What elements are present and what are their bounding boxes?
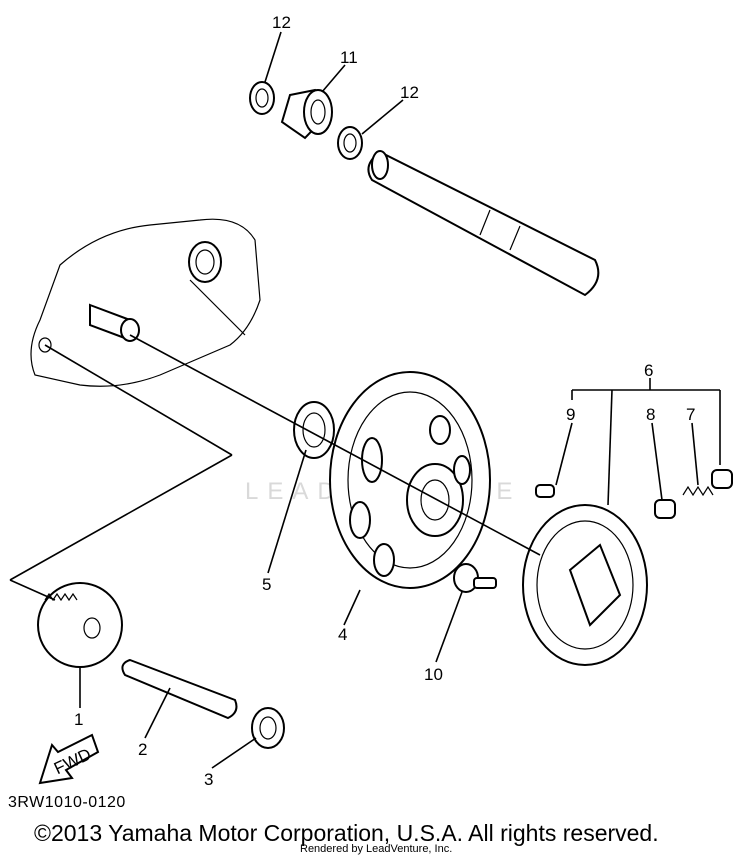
label-4: 4 — [338, 625, 347, 644]
label-11: 11 — [340, 48, 358, 67]
rendered-by-note: Rendered by LeadVenture, Inc. — [300, 843, 453, 855]
label-8: 8 — [646, 405, 655, 424]
starter-gear-4 — [329, 371, 491, 589]
label-1: 1 — [74, 710, 83, 729]
shaft-2 — [121, 658, 238, 720]
label-7: 7 — [686, 405, 695, 424]
assembly-lines — [9, 334, 721, 601]
washer-5 — [293, 401, 335, 459]
label-2: 2 — [138, 740, 147, 759]
diagram-code: 3RW1010-0120 — [8, 794, 126, 811]
spring-7 — [682, 485, 714, 497]
starter-clutch-6 — [522, 504, 648, 666]
label-5: 5 — [262, 575, 271, 594]
copyright-notice: ©2013 Yamaha Motor Corporation, U.S.A. A… — [34, 820, 659, 846]
label-12-top: 12 — [272, 13, 291, 32]
label-10: 10 — [424, 665, 443, 684]
crankcase-outline — [30, 218, 261, 387]
label-3: 3 — [204, 770, 213, 789]
circlip-12-top — [249, 81, 275, 115]
leader-lines — [79, 31, 699, 769]
shaft — [367, 150, 600, 297]
label-6: 6 — [644, 361, 653, 380]
circlip-12-right — [337, 126, 363, 160]
label-9: 9 — [566, 405, 575, 424]
label-12-right: 12 — [400, 83, 419, 102]
roller-9 — [535, 484, 555, 498]
bolt-10 — [453, 563, 497, 593]
idle-gear-1 — [37, 582, 123, 668]
plunger-6-end — [711, 469, 733, 489]
bearing-3 — [251, 707, 285, 749]
spring-cap-8 — [654, 499, 676, 519]
collar-11 — [280, 88, 333, 140]
fwd-arrow: FWD — [38, 733, 100, 785]
